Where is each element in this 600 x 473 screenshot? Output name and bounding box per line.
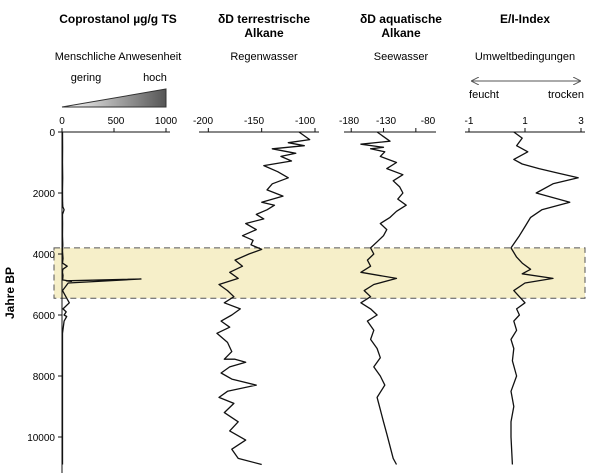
series-line-coprostanol — [61, 131, 142, 465]
y-tick-label: 8000 — [33, 372, 56, 383]
x-tick-label: -1 — [465, 116, 474, 127]
panel-subtitle-aquatisch: Seewasser — [374, 51, 429, 63]
scale-label-high: hoch — [143, 72, 167, 84]
panel-title-coprostanol: Coprostanol µg/g TS — [59, 12, 177, 26]
panel-terrestrisch: δD terrestrische Alkane Regenwasser -200… — [193, 12, 319, 466]
panel-coprostanol: Coprostanol µg/g TS Menschliche Anwesenh… — [55, 12, 182, 473]
x-tick-label: -80 — [421, 116, 436, 127]
x-axis-ei-index: -1 1 3 — [465, 116, 585, 133]
panel-subtitle-coprostanol: Menschliche Anwesenheit — [55, 51, 182, 63]
series-ei-index — [510, 131, 579, 465]
series-line-ei-index — [510, 131, 579, 465]
panel-subtitle-ei-index: Umweltbedingungen — [475, 51, 575, 63]
x-tick-label: 1000 — [155, 116, 178, 127]
x-tick-label: 500 — [108, 116, 125, 127]
y-axis-label: Jahre BP — [3, 267, 17, 319]
x-tick-label: -100 — [295, 116, 315, 127]
highlight-band — [53, 247, 586, 299]
x-tick-label: -150 — [244, 116, 264, 127]
x-axis-terrestrisch: -200 -150 -100 — [193, 116, 319, 133]
x-tick-label: -130 — [376, 116, 396, 127]
x-tick-label: 3 — [578, 116, 584, 127]
panel-aquatisch: δD aquatische Alkane Seewasser -180-130-… — [339, 12, 442, 465]
series-coprostanol — [61, 131, 142, 465]
y-axis: 0 2000 4000 6000 8000 10000 — [27, 128, 62, 444]
x-tick-label: 1 — [522, 116, 528, 127]
y-tick-label: 6000 — [33, 311, 56, 322]
x-tick-label: -200 — [193, 116, 213, 127]
panel-title-aquatisch-2: Alkane — [381, 26, 421, 40]
series-terrestrisch — [216, 131, 311, 466]
y-tick-label: 0 — [49, 128, 55, 139]
panel-title-ei-index: E/I-Index — [500, 12, 550, 26]
panel-title-aquatisch-1: δD aquatische — [360, 12, 442, 26]
panel-title-terrestrisch-2: Alkane — [244, 26, 284, 40]
presence-gradient-wedge — [61, 88, 167, 108]
panel-subtitle-terrestrisch: Regenwasser — [230, 51, 298, 63]
series-line-aquatisch — [360, 131, 407, 465]
y-tick-label: 2000 — [33, 189, 56, 200]
x-tick-label: -180 — [339, 116, 359, 127]
panel-ei-index: E/I-Index Umweltbedingungen feucht trock… — [465, 12, 585, 465]
y-tick-label: 10000 — [27, 433, 55, 444]
y-tick-label: 4000 — [33, 250, 56, 261]
series-aquatisch — [360, 131, 407, 465]
arrow-label-trocken: trocken — [548, 89, 584, 101]
x-tick-label: 0 — [59, 116, 65, 127]
scale-label-low: gering — [71, 72, 102, 84]
series-line-terrestrisch — [216, 131, 311, 466]
panel-title-terrestrisch-1: δD terrestrische — [218, 12, 310, 26]
arrow-label-feucht: feucht — [469, 89, 499, 101]
x-axis-aquatisch: -180 -130 -80 — [339, 116, 436, 133]
